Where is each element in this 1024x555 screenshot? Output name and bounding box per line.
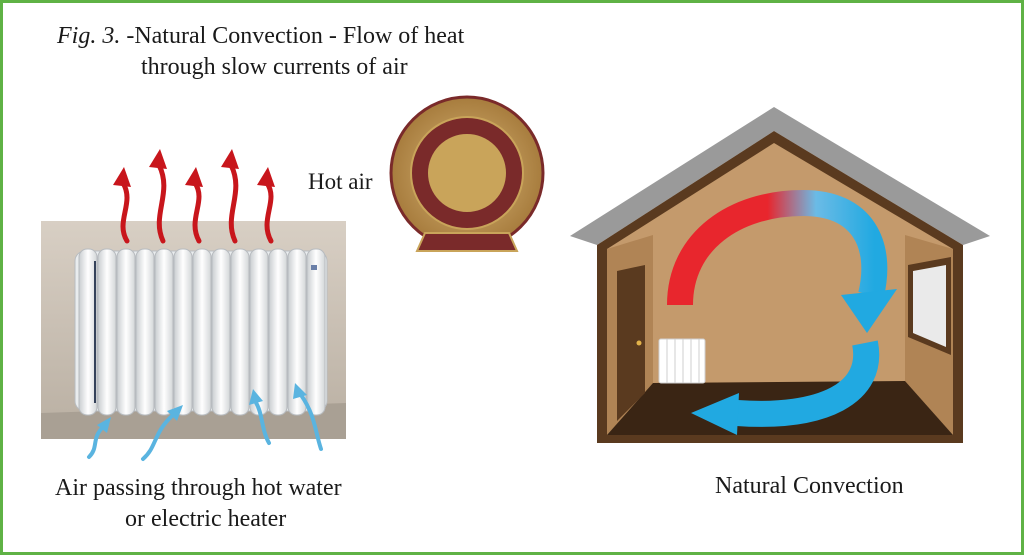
- illustration: [41, 95, 990, 461]
- house-window-glass: [913, 265, 946, 347]
- radiator: [74, 248, 328, 416]
- hot-air-arrows: [120, 162, 274, 244]
- right-caption: Natural Convection: [715, 473, 904, 499]
- hot-air-label: Hot air: [308, 169, 373, 194]
- figure-title-line1: Fig. 3. -Natural Convection - Flow of he…: [57, 23, 464, 50]
- heater-scene: [41, 149, 346, 461]
- cold-air-arrowheads: [97, 383, 307, 433]
- house-illustration: [570, 107, 990, 443]
- avti-logo: [389, 95, 545, 252]
- house-roof: [570, 107, 990, 245]
- convection-arc-bottom: [736, 340, 880, 427]
- left-caption-line1: Air passing through hot water: [55, 475, 342, 501]
- door-knob: [636, 340, 642, 346]
- cold-air-arrows: [87, 393, 323, 461]
- figure-title-text: -Natural Convection - Flow of heat: [126, 23, 465, 49]
- house-radiator: [658, 338, 706, 384]
- convection-arc-top: [667, 189, 888, 306]
- house-door: [617, 265, 645, 421]
- figure-title-line2: through slow currents of air: [141, 54, 408, 80]
- convection-arrowhead-left: [691, 393, 739, 435]
- convection-arrowhead-down: [841, 289, 897, 333]
- wall-baseboard: [41, 403, 346, 439]
- hot-air-arrowheads: [113, 149, 275, 187]
- left-caption-line2: or electric heater: [125, 506, 287, 532]
- figure-label: Fig. 3.: [57, 23, 121, 49]
